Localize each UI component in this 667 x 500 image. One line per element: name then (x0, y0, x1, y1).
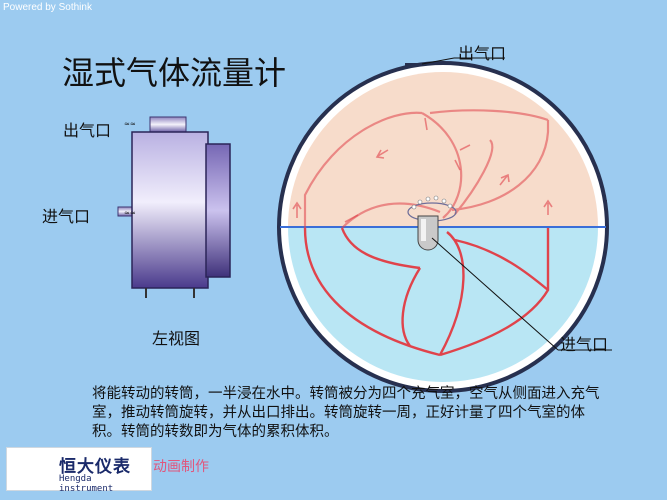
water-region (288, 228, 598, 382)
svg-text:≈≈: ≈≈ (124, 209, 136, 217)
svg-text:≈≈: ≈≈ (124, 120, 136, 128)
logo-english: Hengda instrument (59, 474, 114, 494)
side-inlet-label: 进气口 (42, 207, 91, 226)
main-outlet-label: 出气口 (458, 44, 507, 63)
side-view-caption: 左视图 (152, 329, 201, 348)
outlet-leader-line (421, 57, 455, 65)
inlet-nozzle (407, 195, 457, 251)
partitions-below-water (303, 228, 550, 357)
logo-name: 恒大仪表 (59, 457, 131, 477)
watermark-text: Powered by Sothink (3, 2, 92, 13)
logo-box: 恒大仪表 Hengda instrument (6, 447, 152, 494)
credit-text: 动画制作 (153, 459, 209, 475)
side-cap (205, 143, 231, 278)
side-outlet-pipe (149, 116, 187, 133)
page-title: 湿式气体流量计 (62, 54, 287, 92)
description-text: 将能转动的转筒，一半浸在水中。转筒被分为四个充气室，空气从侧面进入充气室，推动转… (92, 386, 600, 440)
side-view: ≈≈ ≈≈ (117, 116, 231, 298)
main-inlet-label: 进气口 (560, 335, 609, 354)
inlet-leader-line (431, 237, 559, 351)
side-outlet-label: 出气口 (63, 121, 112, 140)
side-cylinder (131, 131, 209, 289)
partitions-above-water (303, 109, 550, 228)
gas-flow-arrows (292, 117, 553, 223)
drum-view (277, 57, 612, 393)
